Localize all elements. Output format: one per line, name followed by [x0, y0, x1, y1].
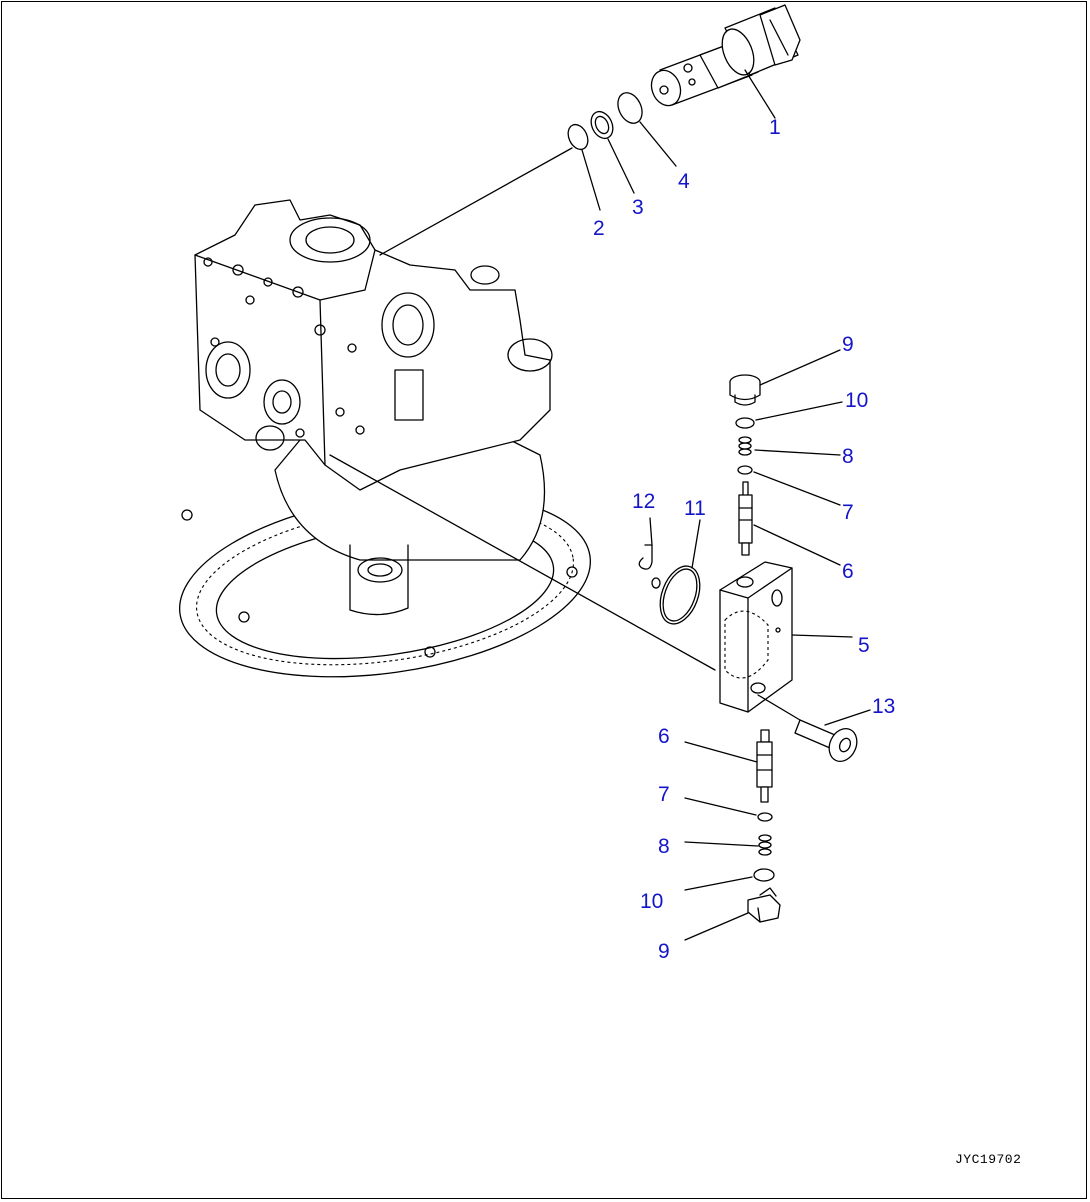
callout-4: 4 [678, 170, 690, 193]
callout-5: 5 [858, 634, 870, 657]
parts-11-12-seals [638, 517, 701, 625]
callout-1: 1 [769, 116, 781, 139]
swing-motor-housing [178, 199, 592, 678]
callout-2: 2 [593, 217, 605, 240]
callout-7-lower: 7 [658, 783, 670, 806]
callout-8-lower: 8 [658, 835, 670, 858]
callout-10-upper: 10 [845, 389, 869, 412]
callout-6-lower: 6 [658, 725, 670, 748]
lower-cartridge-stack [684, 729, 781, 941]
callout-9-lower: 9 [658, 940, 670, 963]
callout-9-upper: 9 [842, 333, 854, 356]
callout-6-upper: 6 [842, 560, 854, 583]
assembly-lines [329, 147, 716, 671]
callout-13: 13 [872, 695, 896, 718]
callout-8-upper: 8 [842, 445, 854, 468]
upper-cartridge-stack [729, 349, 843, 566]
part-5-valve-block [719, 561, 853, 713]
callout-3: 3 [632, 196, 644, 219]
drawing-code: JYC19702 [955, 1152, 1022, 1167]
part-1-valve-cartridge [650, 4, 801, 119]
callout-11: 11 [684, 497, 706, 520]
parts-2-3-4-rings [567, 92, 677, 211]
callout-10-lower: 10 [640, 890, 664, 913]
callout-7-upper: 7 [842, 501, 854, 524]
callout-12: 12 [632, 490, 656, 513]
part-13-bolt [757, 694, 871, 763]
